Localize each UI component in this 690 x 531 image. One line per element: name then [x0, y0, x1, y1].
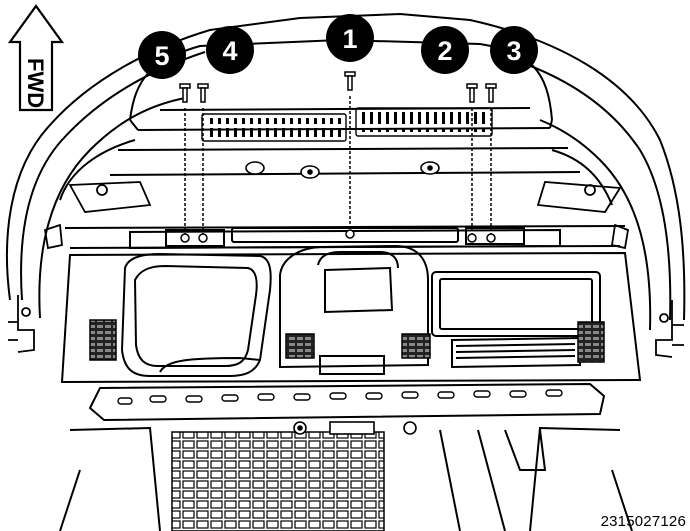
lower-fasteners — [293, 421, 417, 435]
bumper-beam — [88, 382, 606, 422]
callout-5: 5 — [138, 31, 186, 79]
strut-towers — [68, 181, 622, 213]
skid-plate-mesh — [171, 431, 385, 531]
callout-1: 1 — [326, 14, 374, 62]
callout-5-label: 5 — [154, 41, 169, 71]
callout-2-label: 2 — [437, 36, 452, 66]
cowl-clips — [245, 161, 440, 179]
fwd-label: FWD — [23, 58, 48, 108]
figure-id: 2315027126 — [600, 513, 686, 530]
screw-3 — [485, 83, 497, 243]
arrow-icon — [7, 4, 65, 112]
callout-2: 2 — [421, 26, 469, 74]
bumper-slots — [117, 389, 563, 405]
screw-1 — [344, 71, 356, 239]
right-cowl-grille — [360, 112, 488, 132]
forward-arrow: FWD — [7, 4, 65, 112]
callout-3: 3 — [490, 26, 538, 74]
callout-3-label: 3 — [506, 36, 521, 66]
callout-4-label: 4 — [222, 36, 237, 66]
screw-5 — [179, 83, 191, 243]
screw-4 — [197, 83, 209, 243]
air-vents — [89, 319, 605, 363]
screw-2 — [466, 83, 478, 243]
left-cowl-grille — [206, 118, 342, 137]
callout-4: 4 — [206, 26, 254, 74]
body-outline — [6, 12, 686, 331]
lower-frame — [59, 426, 633, 531]
cowl-grille-frames — [201, 107, 493, 142]
upper-support-bar — [64, 225, 626, 250]
instrument-cluster-area — [60, 244, 642, 384]
fender-brackets — [8, 223, 684, 358]
callout-1-label: 1 — [342, 24, 357, 54]
cowl-panel — [109, 38, 581, 176]
